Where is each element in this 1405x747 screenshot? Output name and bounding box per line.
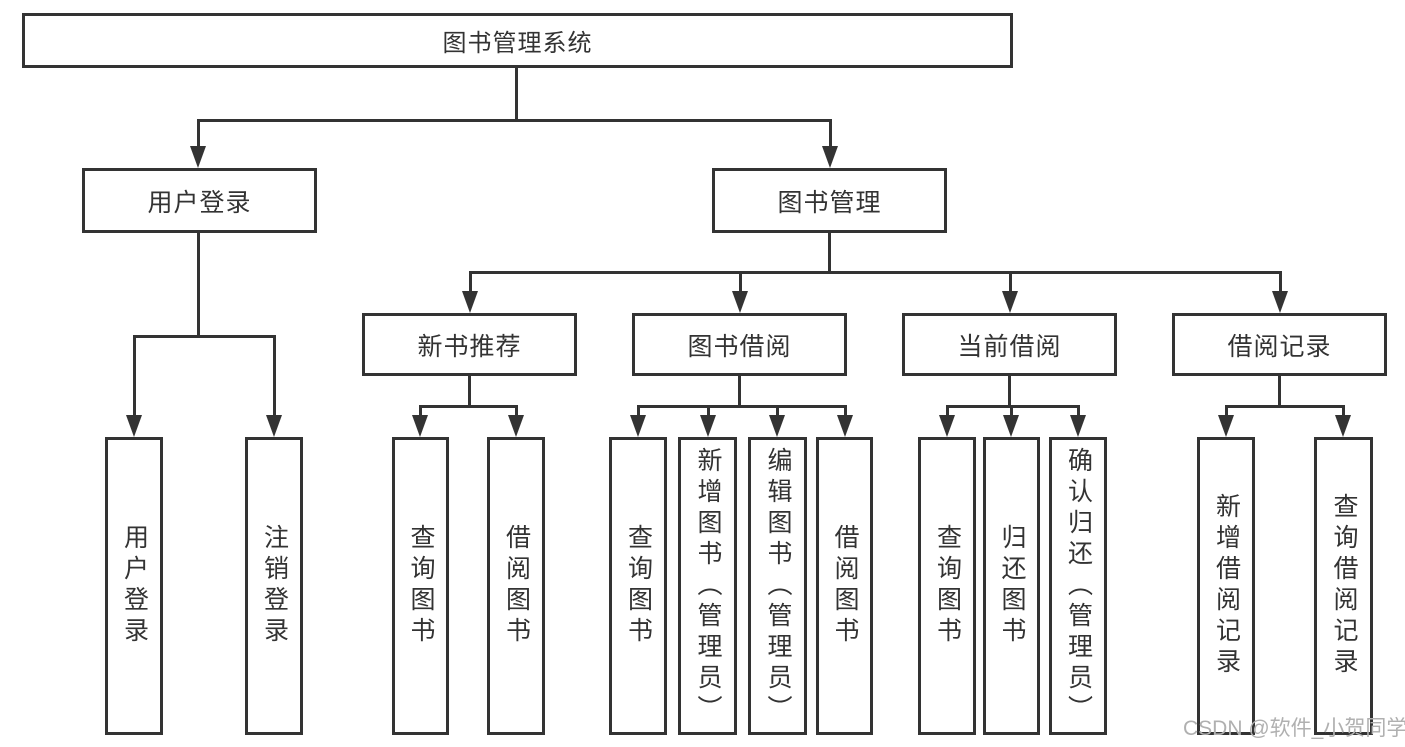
arrow-down-icon	[732, 291, 748, 313]
arrow-down-icon	[190, 146, 206, 168]
connector-line	[1225, 405, 1345, 408]
leaf-confirm-return-admin: 确认归还（管理员）	[1049, 437, 1107, 735]
leaf-label: 查询图书	[407, 524, 435, 648]
watermark: CSDN @软件_小贺同学	[1183, 717, 1405, 740]
node-label: 图书借阅	[687, 332, 792, 361]
arrow-down-icon	[822, 146, 838, 168]
leaf-label: 用户登录	[120, 524, 149, 648]
node-borrow-records: 借阅记录	[1172, 313, 1387, 376]
arrow-down-icon	[939, 415, 955, 437]
leaf-query-books-recommend: 查询图书	[392, 437, 449, 735]
arrow-down-icon	[462, 291, 478, 313]
node-label: 借阅记录	[1227, 332, 1332, 361]
node-label: 图书管理	[777, 188, 882, 217]
connector-line	[828, 233, 831, 274]
leaf-label: 查询借阅记录	[1330, 493, 1358, 679]
leaf-logout: 注销登录	[245, 437, 303, 735]
connector-line	[419, 405, 422, 419]
leaf-label: 查询图书	[624, 524, 653, 648]
connector-line	[844, 405, 847, 419]
leaf-edit-book-admin: 编辑图书（管理员）	[748, 437, 807, 735]
leaf-user-login: 用户登录	[105, 437, 163, 735]
arrow-down-icon	[630, 415, 646, 437]
connector-line	[515, 68, 518, 122]
connector-line	[1077, 405, 1080, 419]
connector-line	[419, 405, 518, 408]
connector-line	[197, 119, 831, 122]
connector-line	[637, 405, 640, 419]
connector-line	[707, 405, 710, 419]
connector-line	[946, 405, 1080, 408]
connector-line	[946, 405, 949, 419]
node-label: 用户登录	[147, 188, 252, 217]
arrow-down-icon	[1218, 415, 1234, 437]
leaf-label: 查询图书	[933, 524, 962, 648]
connector-line	[515, 405, 518, 419]
connector-line	[829, 119, 832, 149]
connector-line	[197, 119, 200, 149]
leaf-return-books: 归还图书	[983, 437, 1040, 735]
connector-line	[469, 271, 1282, 274]
arrow-down-icon	[266, 415, 282, 437]
node-current-borrow: 当前借阅	[902, 313, 1117, 376]
leaf-label: 注销登录	[260, 524, 289, 648]
connector-line	[1225, 405, 1228, 419]
node-book-borrow: 图书借阅	[632, 313, 847, 376]
connector-line	[738, 376, 741, 407]
leaf-query-books-borrow: 查询图书	[609, 437, 667, 735]
leaf-label: 借阅图书	[831, 524, 859, 648]
leaf-label: 新增借阅记录	[1212, 493, 1241, 679]
node-user-login: 用户登录	[82, 168, 317, 233]
leaf-add-book-admin: 新增图书（管理员）	[678, 437, 737, 735]
connector-line	[133, 335, 136, 417]
node-label: 新书推荐	[417, 332, 522, 361]
arrow-down-icon	[837, 415, 853, 437]
arrow-down-icon	[769, 415, 785, 437]
connector-line	[637, 405, 847, 408]
leaf-query-borrow-record: 查询借阅记录	[1314, 437, 1373, 735]
leaf-label: 归还图书	[998, 524, 1026, 648]
connector-line	[273, 335, 276, 417]
connector-line	[739, 271, 742, 293]
connector-line	[197, 233, 200, 337]
arrow-down-icon	[1002, 291, 1018, 313]
arrow-down-icon	[700, 415, 716, 437]
leaf-query-books-current: 查询图书	[918, 437, 976, 735]
leaf-label: 新增图书（管理员）	[694, 446, 722, 726]
connector-line	[1278, 376, 1281, 407]
arrow-down-icon	[1335, 415, 1351, 437]
connector-line	[1009, 271, 1012, 293]
connector-line	[468, 376, 471, 407]
leaf-label: 编辑图书（管理员）	[764, 446, 792, 726]
node-label: 图书管理系统	[442, 30, 593, 57]
node-label: 当前借阅	[957, 332, 1062, 361]
node-book-management-system: 图书管理系统	[22, 13, 1013, 68]
node-book-management: 图书管理	[712, 168, 947, 233]
arrow-down-icon	[1003, 415, 1019, 437]
arrow-down-icon	[1272, 291, 1288, 313]
arrow-down-icon	[508, 415, 524, 437]
connector-line	[469, 271, 472, 293]
connector-line	[776, 405, 779, 419]
connector-line	[1008, 376, 1011, 407]
leaf-borrow-books: 借阅图书	[816, 437, 873, 735]
arrow-down-icon	[412, 415, 428, 437]
connector-line	[1010, 405, 1013, 419]
connector-line	[133, 335, 276, 338]
leaf-borrow-books-recommend: 借阅图书	[487, 437, 545, 735]
leaf-add-borrow-record: 新增借阅记录	[1197, 437, 1255, 735]
arrow-down-icon	[126, 415, 142, 437]
leaf-label: 确认归还（管理员）	[1064, 446, 1093, 726]
connector-line	[1279, 271, 1282, 293]
connector-line	[1342, 405, 1345, 419]
node-new-book-recommend: 新书推荐	[362, 313, 577, 376]
arrow-down-icon	[1070, 415, 1086, 437]
leaf-label: 借阅图书	[502, 524, 531, 648]
